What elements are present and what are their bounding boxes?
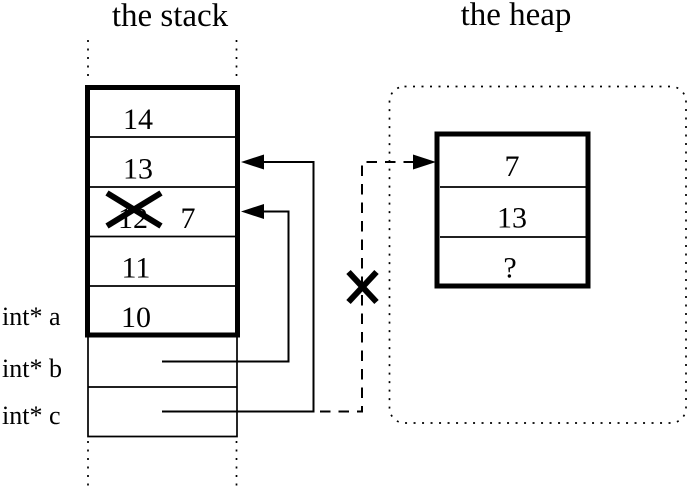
heap-title: the heap <box>461 0 572 33</box>
heap-block-frame <box>434 131 591 289</box>
pointer-c-wire <box>162 161 315 413</box>
cross-out-icon <box>105 190 163 229</box>
heap-region-outline <box>388 85 687 424</box>
stack-cell-value: 7 <box>181 202 196 235</box>
pointer-cells-outline <box>87 335 238 438</box>
pointer-b-wire <box>162 210 290 363</box>
cross-stroke <box>105 190 163 229</box>
stack-array-frame <box>85 85 240 338</box>
cross-out-icon <box>346 269 379 305</box>
arrow-left-icon <box>241 154 264 170</box>
dangling-pointer-wire <box>320 161 430 413</box>
stack-cell-value: 11 <box>122 252 151 285</box>
heap-cell-value: 13 <box>497 202 527 235</box>
label-int-b: int* b <box>2 354 62 383</box>
stack-cell-value: 13 <box>123 153 153 186</box>
stack-cell-value: 10 <box>121 301 151 334</box>
label-int-a: int* a <box>2 302 61 331</box>
arrow-left-icon <box>241 204 264 219</box>
heap-cell-value: 7 <box>505 150 520 183</box>
cross-stroke <box>346 269 379 305</box>
label-int-c: int* c <box>2 401 61 430</box>
heap-cell-value: ? <box>503 252 516 285</box>
arrow-right-icon <box>413 154 436 170</box>
stack-title: the stack <box>112 0 229 34</box>
stack-cell-value: 14 <box>123 103 153 136</box>
